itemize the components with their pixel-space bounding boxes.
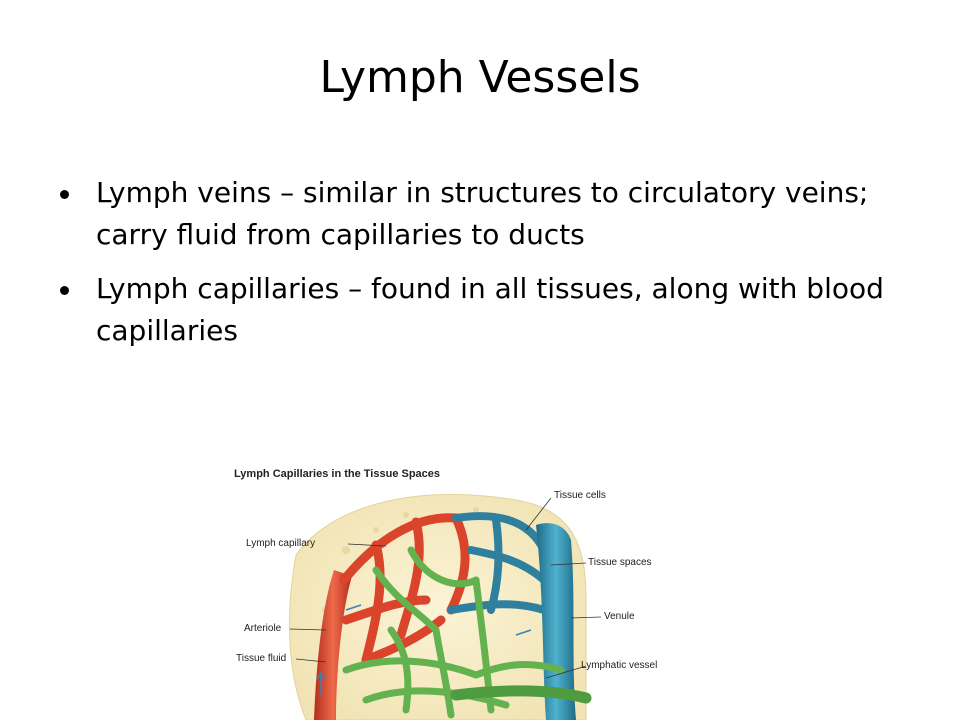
tissue-fluid-label: Tissue fluid — [236, 653, 287, 664]
arteriole-vessel — [314, 570, 352, 720]
arteriole-label: Arteriole — [244, 623, 282, 634]
venule-label: Venule — [604, 611, 635, 622]
slide-title: Lymph Vessels — [319, 52, 641, 103]
tissue-cells-label: Tissue cells — [554, 490, 606, 501]
bullet-text: Lymph veins – similar in structures to c… — [96, 176, 869, 251]
lymph-capillaries-figure: Lymph Capillaries in the Tissue Spaces L… — [226, 460, 676, 721]
blood-capillaries-venous — [447, 512, 548, 614]
fluid-flow-arrows — [316, 604, 532, 695]
bullet-icon — [60, 190, 69, 199]
bullet-item: Lymph veins – similar in structures to c… — [60, 172, 920, 256]
lymphatic-vessel — [450, 685, 592, 704]
figure-title: Lymph Capillaries in the Tissue Spaces — [234, 468, 441, 480]
callout-lines — [289, 497, 602, 679]
tissue-spaces-label: Tissue spaces — [588, 557, 652, 568]
lymphatic-vessel-label: Lymphatic vessel — [581, 660, 658, 671]
lymph-capillary-label: Lymph capillary — [246, 538, 316, 549]
lymph-capillaries-illustration — [288, 494, 602, 721]
bullet-item: Lymph capillaries – found in all tissues… — [60, 268, 920, 352]
blood-capillaries-arterial — [339, 513, 470, 665]
bullet-icon — [60, 286, 69, 295]
venule-vessel — [536, 523, 576, 720]
bullet-text: Lymph capillaries – found in all tissues… — [96, 272, 884, 347]
bullet-list: Lymph veins – similar in structures to c… — [60, 172, 920, 364]
